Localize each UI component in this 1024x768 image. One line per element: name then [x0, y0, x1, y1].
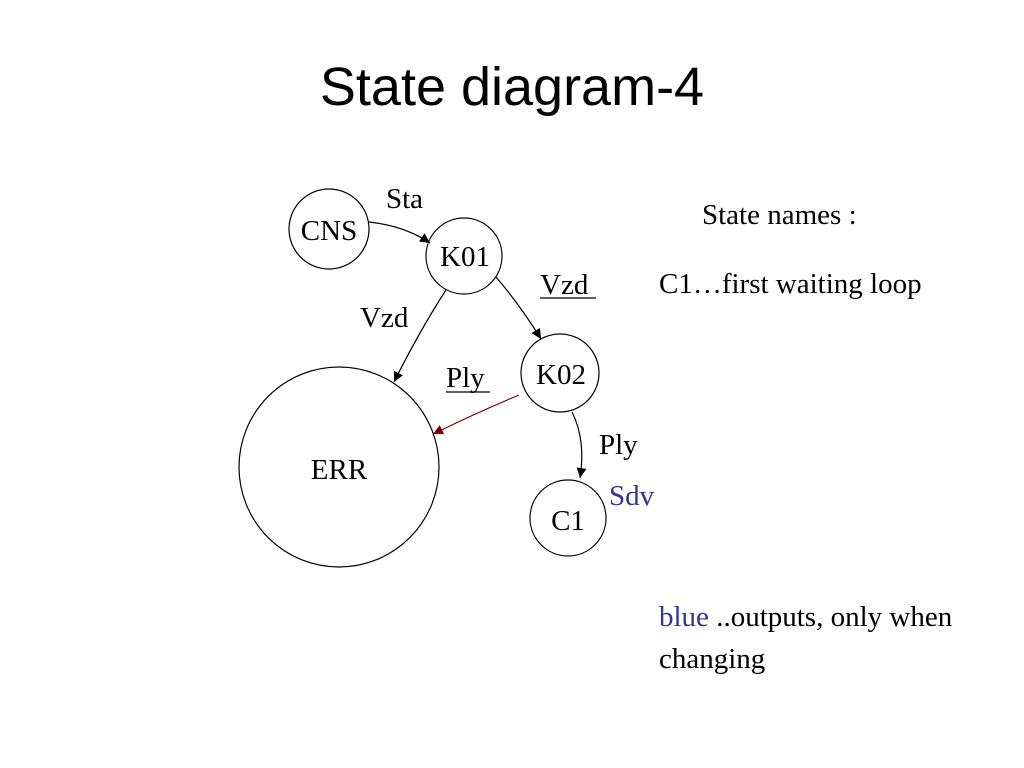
state-k01-label: K01 — [440, 241, 490, 273]
label-k01-k02: Vzd — [540, 269, 589, 301]
state-k02-label: K02 — [536, 359, 586, 391]
state-k01: K01 — [425, 217, 503, 295]
legend-note-blue: blue — [659, 601, 709, 633]
transition-k01-k02 — [495, 276, 542, 340]
transition-k01-err — [393, 289, 447, 383]
state-c1-label: C1 — [551, 505, 585, 537]
state-err: ERR — [238, 366, 440, 568]
transition-k02-err — [432, 394, 520, 435]
label-cns-k01: Sta — [386, 183, 423, 215]
legend-c1-description: C1…first waiting loop — [659, 268, 922, 300]
label-k02-err: Ply — [446, 362, 485, 394]
state-k02: K02 — [520, 333, 600, 413]
state-err-label: ERR — [311, 454, 368, 486]
label-k01-err: Vzd — [360, 302, 409, 334]
transition-cns-k01 — [368, 221, 431, 244]
legend-note-line2: changing — [659, 643, 766, 675]
legend-note: blue ..outputs, only when — [659, 600, 952, 635]
legend-note-rest: ..outputs, only when — [708, 601, 953, 633]
slide-title: State diagram-4 — [319, 57, 705, 117]
state-cns-label: CNS — [301, 215, 357, 247]
label-k02-c1: Ply — [599, 429, 638, 461]
state-cns: CNS — [288, 188, 370, 270]
legend-heading: State names : — [702, 199, 857, 231]
state-c1: C1 — [529, 479, 607, 557]
transition-k02-c1 — [571, 411, 587, 479]
label-c1-output: Sdv — [609, 480, 655, 512]
